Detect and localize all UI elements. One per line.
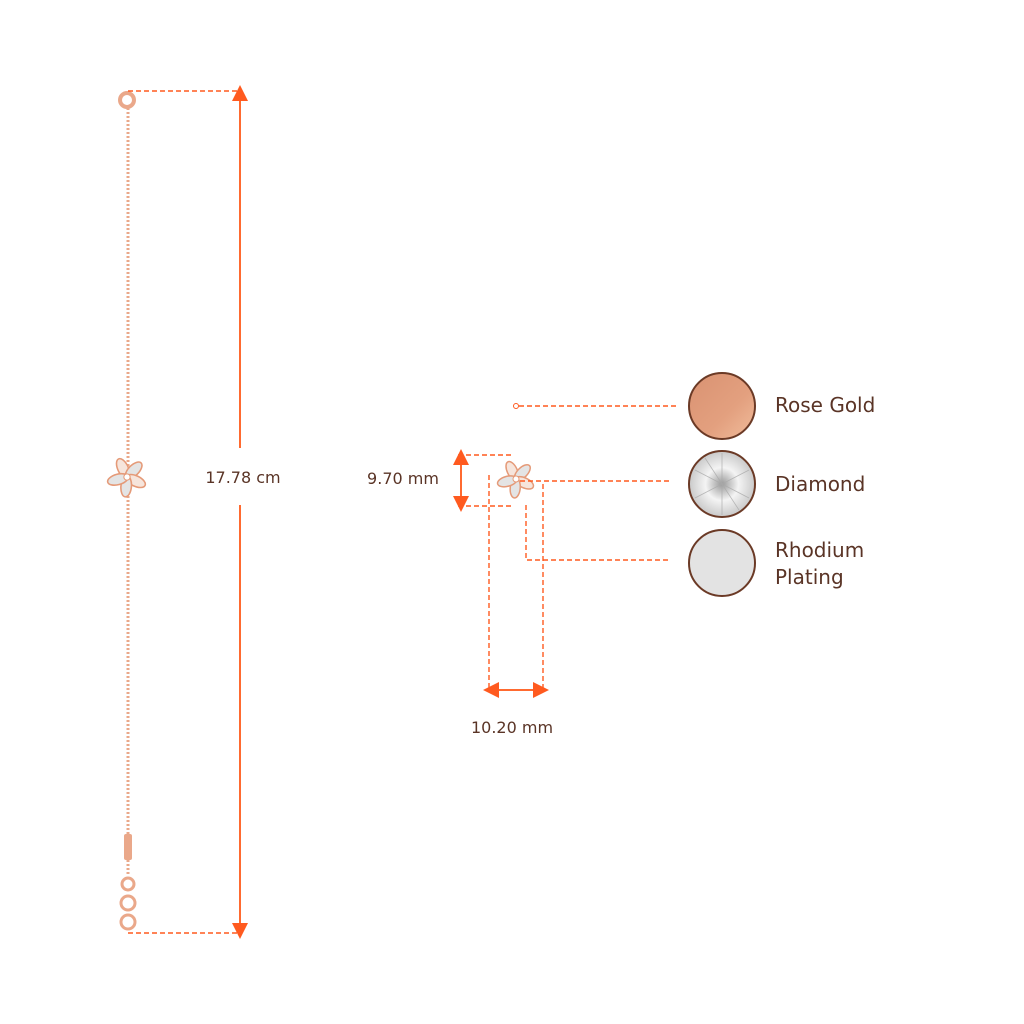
flower-charm (105, 455, 149, 499)
spring-clasp (118, 91, 136, 109)
material-rhodium-plating: Rhodium Plating (688, 529, 864, 597)
length-label: 17.78 cm (205, 468, 280, 487)
material-rose-gold: Rose Gold (688, 372, 875, 440)
height-label: 9.70 mm (367, 469, 439, 488)
tag-plate (124, 834, 132, 860)
width-label: 10.20 mm (471, 718, 553, 737)
material-diamond: Diamond (688, 450, 865, 518)
rhodium-label-line1: Rhodium (775, 538, 864, 562)
rhodium-label-line2: Plating (775, 565, 844, 589)
width-dimension: 10.20 mm (471, 475, 553, 737)
diamond-label: Diamond (775, 472, 865, 496)
rose-gold-label: Rose Gold (775, 393, 875, 417)
flower-charm-detail (495, 458, 537, 500)
bracelet-full-view (105, 91, 149, 931)
charm-detail-view (495, 335, 537, 605)
length-dimension: 17.78 cm (128, 85, 281, 939)
rhodium-swatch (688, 529, 756, 597)
rose-gold-swatch (688, 372, 756, 440)
height-dimension: 9.70 mm (367, 449, 513, 512)
material-leader-lines (519, 405, 677, 561)
